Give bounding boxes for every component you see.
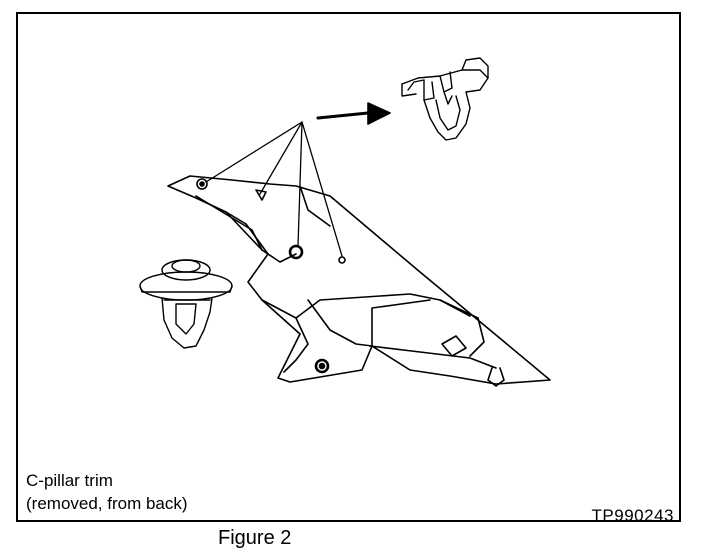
caption-line-1: C-pillar trim <box>26 471 113 490</box>
fastener-points <box>196 178 346 374</box>
arrow-to-clip-detail <box>316 102 391 125</box>
c-pillar-trim-panel <box>167 175 551 387</box>
metal-clip-detail <box>401 57 489 141</box>
push-pin-fastener <box>139 259 233 349</box>
leader-lines <box>205 121 343 257</box>
diagram-caption: C-pillar trim (removed, from back) <box>26 469 188 515</box>
figure-frame <box>16 12 681 522</box>
trim-tab <box>487 367 505 387</box>
trim-notch <box>441 335 467 357</box>
figure-label: Figure 2 <box>218 527 292 549</box>
figure-code: TP990243 <box>591 506 674 525</box>
caption-line-2: (removed, from back) <box>26 494 188 513</box>
